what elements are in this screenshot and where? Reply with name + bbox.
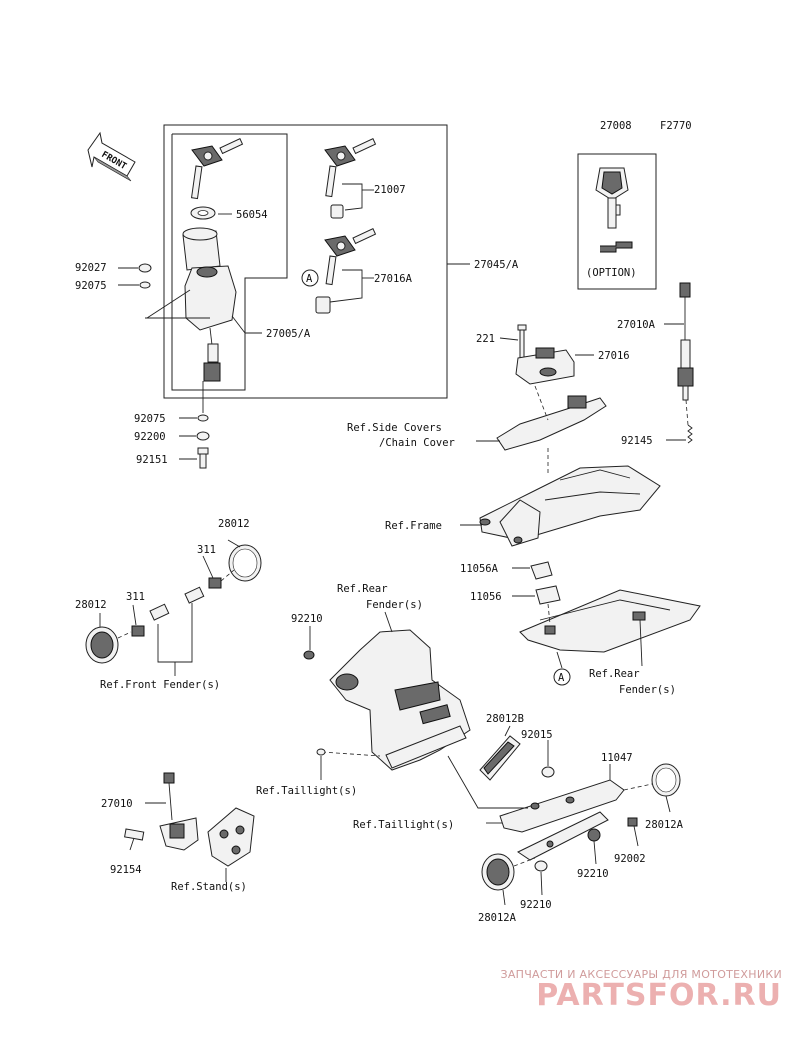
part-label: 92002 bbox=[614, 853, 646, 865]
key-icon bbox=[595, 167, 629, 229]
lock-cylinder-icon bbox=[330, 204, 344, 219]
part-label: 27010A bbox=[617, 319, 656, 331]
nut-icon bbox=[303, 650, 315, 660]
part-label: 311 bbox=[197, 544, 216, 556]
license-bracket-icon bbox=[499, 779, 625, 861]
side-cover-bracket-icon bbox=[496, 395, 607, 451]
ignition-switch-box-inner bbox=[171, 133, 288, 391]
part-label: 28012B bbox=[486, 713, 524, 725]
lock-cylinder-icon bbox=[315, 296, 331, 314]
part-label: 27008 bbox=[600, 120, 632, 132]
part-label: 92075 bbox=[134, 413, 166, 425]
grommet-icon bbox=[138, 263, 152, 273]
part-label: 28012 bbox=[75, 599, 107, 611]
part-label: 27016A bbox=[374, 273, 413, 285]
part-label: 92154 bbox=[110, 864, 142, 876]
key-icon bbox=[324, 228, 377, 286]
watermark-logo: PARTSFOR.RU bbox=[536, 978, 782, 1013]
reflector-icon bbox=[481, 853, 515, 891]
ref-label: /Chain Cover bbox=[379, 437, 455, 449]
bracket-icon bbox=[535, 585, 561, 605]
ignition-switch-icon bbox=[182, 227, 237, 382]
sensor-icon bbox=[677, 282, 694, 401]
reference-marker-a bbox=[553, 668, 571, 686]
reflector-icon bbox=[651, 763, 681, 797]
key-icon bbox=[324, 138, 377, 198]
part-label: 11047 bbox=[601, 752, 633, 764]
part-label: 21007 bbox=[374, 184, 406, 196]
ref-label: Ref.Stand(s) bbox=[171, 881, 247, 893]
part-label: 311 bbox=[126, 591, 145, 603]
ref-label: Ref.Front Fender(s) bbox=[100, 679, 220, 691]
part-label: 27016 bbox=[598, 350, 630, 362]
part-label: 92027 bbox=[75, 262, 107, 274]
key-tag-icon bbox=[600, 241, 633, 253]
watermark: ЗАПЧАСТИ И АКСЕССУАРЫ ДЛЯ МОТОТЕХНИКИ PA… bbox=[500, 968, 782, 1011]
part-label: 92075 bbox=[75, 280, 107, 292]
bracket-icon bbox=[530, 561, 553, 580]
ref-label: Ref.Frame bbox=[385, 520, 442, 532]
grommet-icon bbox=[196, 431, 210, 441]
part-label: 92210 bbox=[520, 899, 552, 911]
part-label: 92151 bbox=[136, 454, 168, 466]
reference-marker-a-label: A bbox=[306, 273, 313, 285]
key-icon bbox=[190, 138, 244, 200]
washer-icon bbox=[139, 281, 151, 289]
nut-icon bbox=[587, 828, 601, 842]
watermark-tagline: ЗАПЧАСТИ И АКСЕССУАРЫ ДЛЯ МОТОТЕХНИКИ bbox=[500, 968, 782, 981]
part-label: 27005/A bbox=[266, 328, 311, 340]
ref-label: Fender(s) bbox=[619, 684, 676, 696]
part-label: 221 bbox=[476, 333, 495, 345]
option-label: (OPTION) bbox=[586, 267, 637, 279]
reflector-icon bbox=[85, 626, 119, 664]
bolt-icon bbox=[149, 603, 170, 621]
ref-label: Ref.Side Covers bbox=[347, 422, 442, 434]
ignition-kit-box-outer bbox=[163, 124, 448, 399]
seat-lock-icon bbox=[515, 347, 575, 385]
washer-icon bbox=[534, 860, 548, 872]
part-label: 92200 bbox=[134, 431, 166, 443]
reflector-icon bbox=[479, 735, 521, 781]
ref-label: Ref.Rear bbox=[589, 668, 640, 680]
reference-marker-a-label: A bbox=[558, 672, 565, 684]
part-label: 28012A bbox=[645, 819, 684, 831]
rear-frame-icon bbox=[479, 465, 661, 547]
part-label: 28012A bbox=[478, 912, 517, 924]
part-label: 27010 bbox=[101, 798, 133, 810]
ref-label: Fender(s) bbox=[366, 599, 423, 611]
front-arrow-icon: FRONT bbox=[87, 131, 136, 182]
option-key-box bbox=[577, 153, 657, 290]
part-label: 92145 bbox=[621, 435, 653, 447]
screw-icon bbox=[316, 748, 326, 756]
bolt-icon bbox=[197, 447, 209, 469]
part-label: 92210 bbox=[577, 868, 609, 880]
reference-marker-a bbox=[301, 269, 319, 287]
bolt-icon bbox=[517, 324, 527, 359]
bolt-icon bbox=[184, 586, 205, 604]
part-label: 92210 bbox=[291, 613, 323, 625]
nut-icon bbox=[131, 625, 145, 637]
part-label: 27045/A bbox=[474, 259, 519, 271]
ref-label: Ref.Taillight(s) bbox=[353, 819, 454, 831]
part-label: 11056 bbox=[470, 591, 502, 603]
ref-label: Ref.Rear bbox=[337, 583, 388, 595]
part-label: 28012 bbox=[218, 518, 250, 530]
spring-icon bbox=[687, 424, 693, 444]
screw-icon bbox=[627, 817, 638, 827]
washer-icon bbox=[197, 414, 209, 422]
sidestand-switch-icon bbox=[159, 772, 199, 851]
part-label: 11056A bbox=[460, 563, 499, 575]
reflector-icon bbox=[228, 544, 262, 582]
part-label: 56054 bbox=[236, 209, 268, 221]
figure-code: F2770 bbox=[660, 120, 692, 132]
ref-label: Ref.Taillight(s) bbox=[256, 785, 357, 797]
nut-icon bbox=[208, 577, 222, 589]
stand-bracket-icon bbox=[207, 807, 255, 867]
rear-fender-icon bbox=[519, 589, 701, 653]
nut-icon bbox=[541, 766, 555, 778]
part-label: 92015 bbox=[521, 729, 553, 741]
rear-fender-center-icon bbox=[329, 629, 471, 771]
